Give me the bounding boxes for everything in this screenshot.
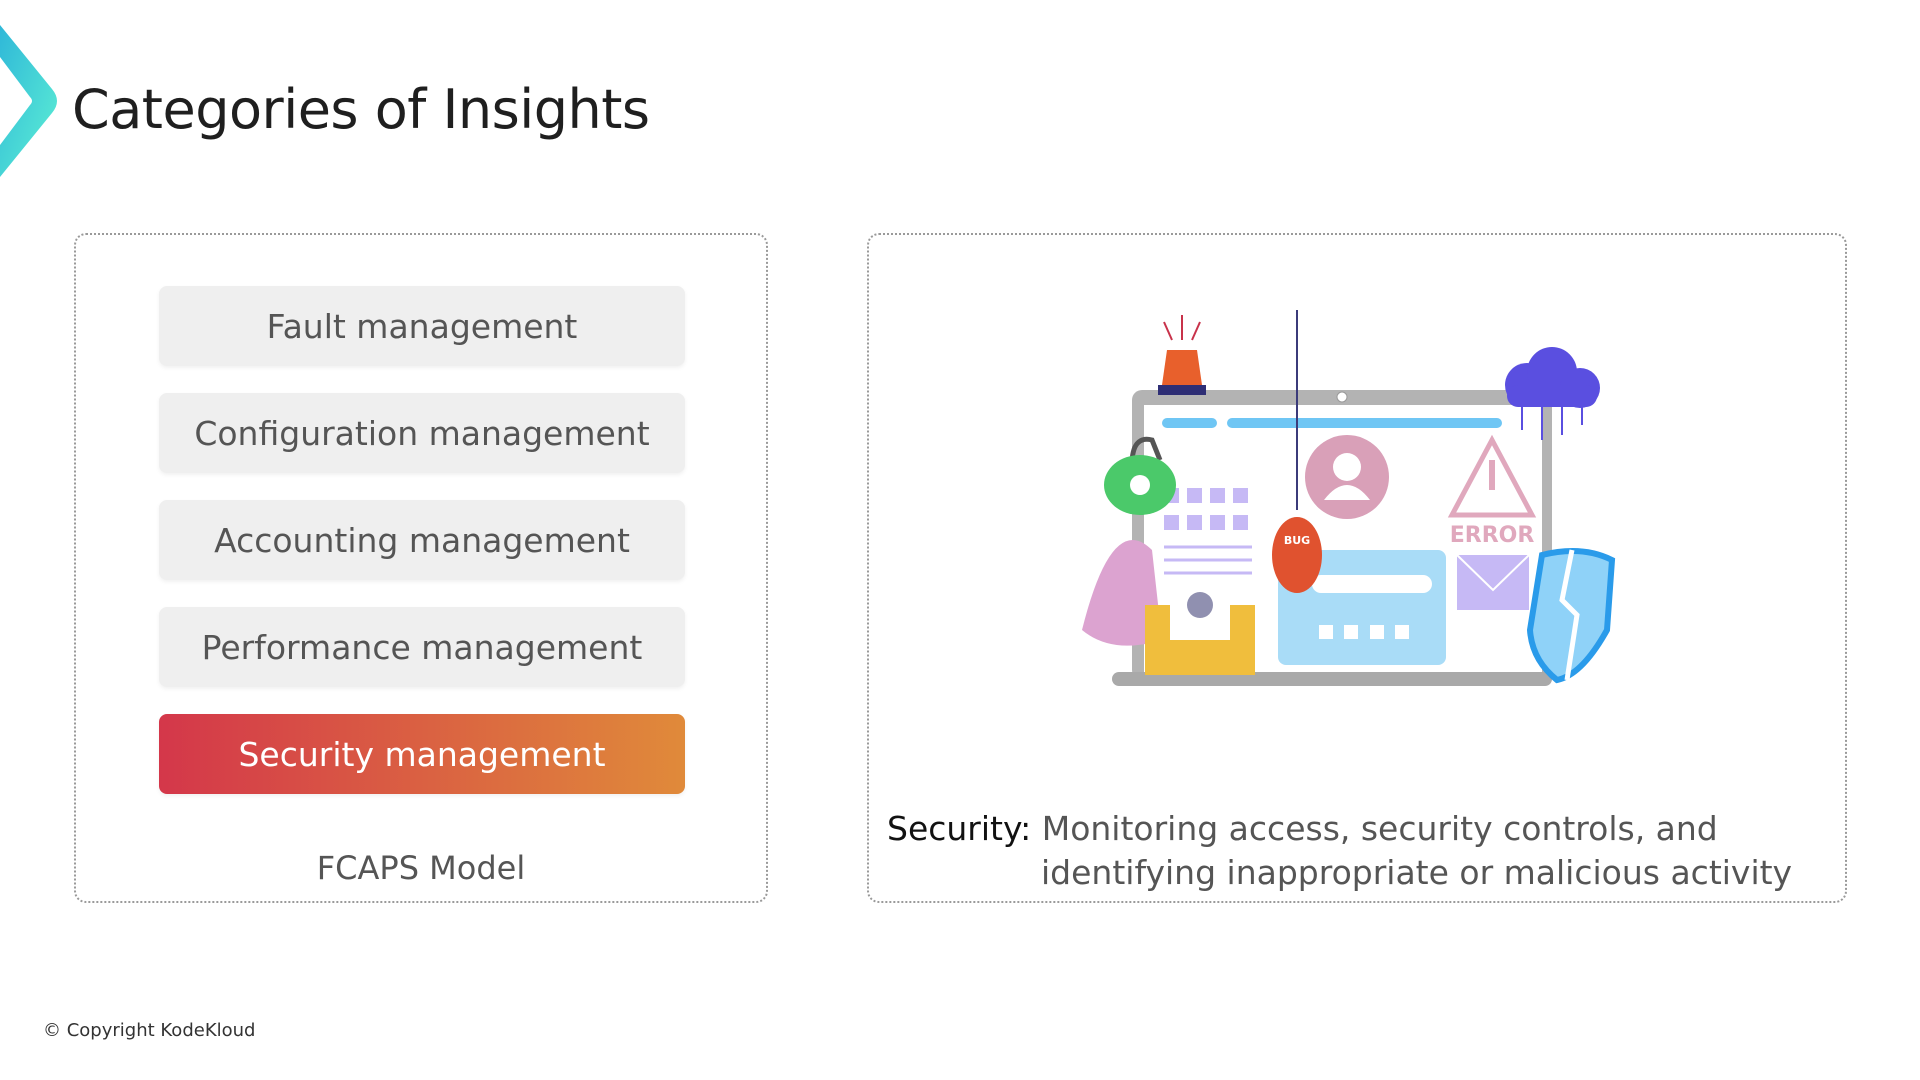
fcaps-caption: FCAPS Model: [316, 849, 526, 887]
detail-panel: BUG ERROR Security: Monitoring access, s…: [867, 233, 1847, 903]
security-illustration: BUG ERROR: [1082, 310, 1616, 686]
kodekloud-chevron-icon: [0, 25, 57, 177]
fcaps-item-accounting[interactable]: Accounting management: [159, 500, 685, 580]
fcaps-panel: Fault management Configuration managemen…: [74, 233, 768, 903]
bug-label: BUG: [1284, 534, 1310, 547]
fcaps-item-configuration[interactable]: Configuration management: [159, 393, 685, 473]
security-description: Security: Monitoring access, security co…: [887, 807, 1792, 895]
fcaps-item-performance[interactable]: Performance management: [159, 607, 685, 687]
page-title: Categories of Insights: [72, 78, 650, 141]
description-term: Security:: [887, 809, 1032, 848]
copyright: © Copyright KodeKloud: [43, 1020, 256, 1041]
fcaps-item-security[interactable]: Security management: [159, 714, 685, 794]
fcaps-item-fault[interactable]: Fault management: [159, 286, 685, 366]
description-line-2: identifying inappropriate or malicious a…: [1041, 853, 1793, 892]
error-label: ERROR: [1450, 523, 1535, 548]
description-line-1: Monitoring access, security controls, an…: [1031, 809, 1718, 848]
